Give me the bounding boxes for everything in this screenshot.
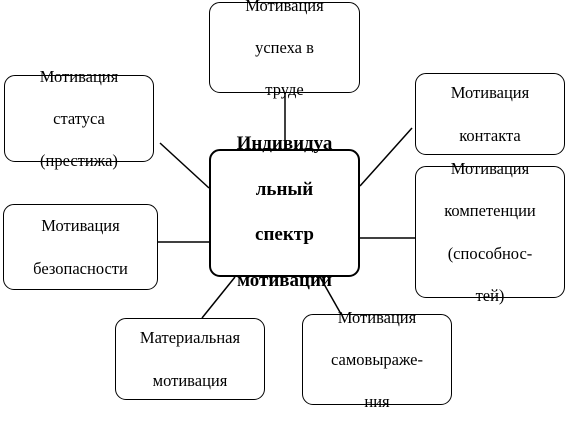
link-material xyxy=(201,276,236,319)
node-success: Мотивация успеха в труде xyxy=(209,0,360,99)
node-center-text: Индивидуа льный спектр мотивации xyxy=(236,133,333,291)
node-material-text: Материальная мотивация xyxy=(139,328,241,390)
node-center: Индивидуа льный спектр мотивации xyxy=(209,133,360,291)
node-status-text: Мотивация статуса (престижа) xyxy=(39,66,119,171)
link-status xyxy=(159,142,210,189)
diagram-canvas: Мотивация успеха в труде Мотивация стату… xyxy=(3,0,565,411)
node-contact: Мотивация контакта xyxy=(415,73,565,155)
link-contact xyxy=(359,127,413,187)
node-selfexpression-text: Мотивация самовыраже- ния xyxy=(331,307,423,412)
node-status: Мотивация статуса (престижа) xyxy=(4,67,154,170)
node-competence: Мотивация компетенции (способнос- тей) xyxy=(415,159,565,305)
node-competence-text: Мотивация компетенции (способнос- тей) xyxy=(444,159,536,305)
node-material: Материальная мотивация xyxy=(115,318,265,400)
node-success-text: Мотивация успеха в труде xyxy=(245,0,324,100)
link-selfexpression xyxy=(319,276,342,315)
node-safety-text: Мотивация безопасности xyxy=(33,216,128,278)
connector-lines xyxy=(158,93,415,319)
node-safety: Мотивация безопасности xyxy=(3,204,158,290)
node-selfexpression: Мотивация самовыраже- ния xyxy=(302,308,452,411)
node-contact-text: Мотивация контакта xyxy=(450,83,530,145)
